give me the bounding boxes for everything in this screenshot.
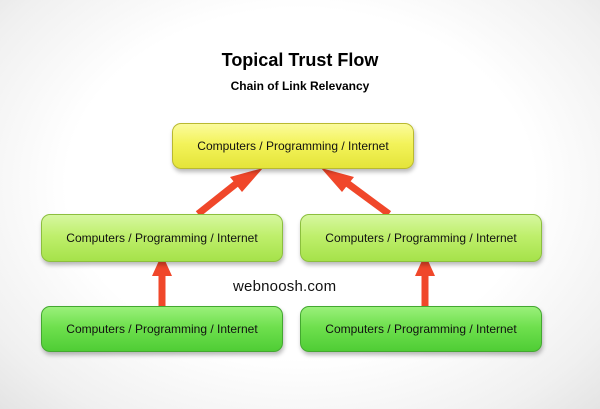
- arrow-mid-right-to-top: [321, 168, 392, 217]
- node-bottom-right: Computers / Programming / Internet: [300, 306, 542, 352]
- node-bottom-left-label: Computers / Programming / Internet: [66, 322, 258, 336]
- node-bottom-left: Computers / Programming / Internet: [41, 306, 283, 352]
- watermark-text: webnoosh.com: [233, 278, 337, 295]
- node-mid-left: Computers / Programming / Internet: [41, 214, 283, 262]
- diagram-subtitle: Chain of Link Relevancy: [230, 79, 370, 93]
- node-mid-left-label: Computers / Programming / Internet: [66, 231, 258, 245]
- node-top-label: Computers / Programming / Internet: [197, 139, 389, 153]
- node-top: Computers / Programming / Internet: [172, 123, 414, 169]
- node-bottom-right-label: Computers / Programming / Internet: [325, 322, 517, 336]
- arrow-mid-left-to-top: [195, 168, 263, 217]
- diagram-title: Topical Trust Flow: [221, 50, 379, 70]
- node-mid-right: Computers / Programming / Internet: [300, 214, 542, 262]
- node-mid-right-label: Computers / Programming / Internet: [325, 231, 517, 245]
